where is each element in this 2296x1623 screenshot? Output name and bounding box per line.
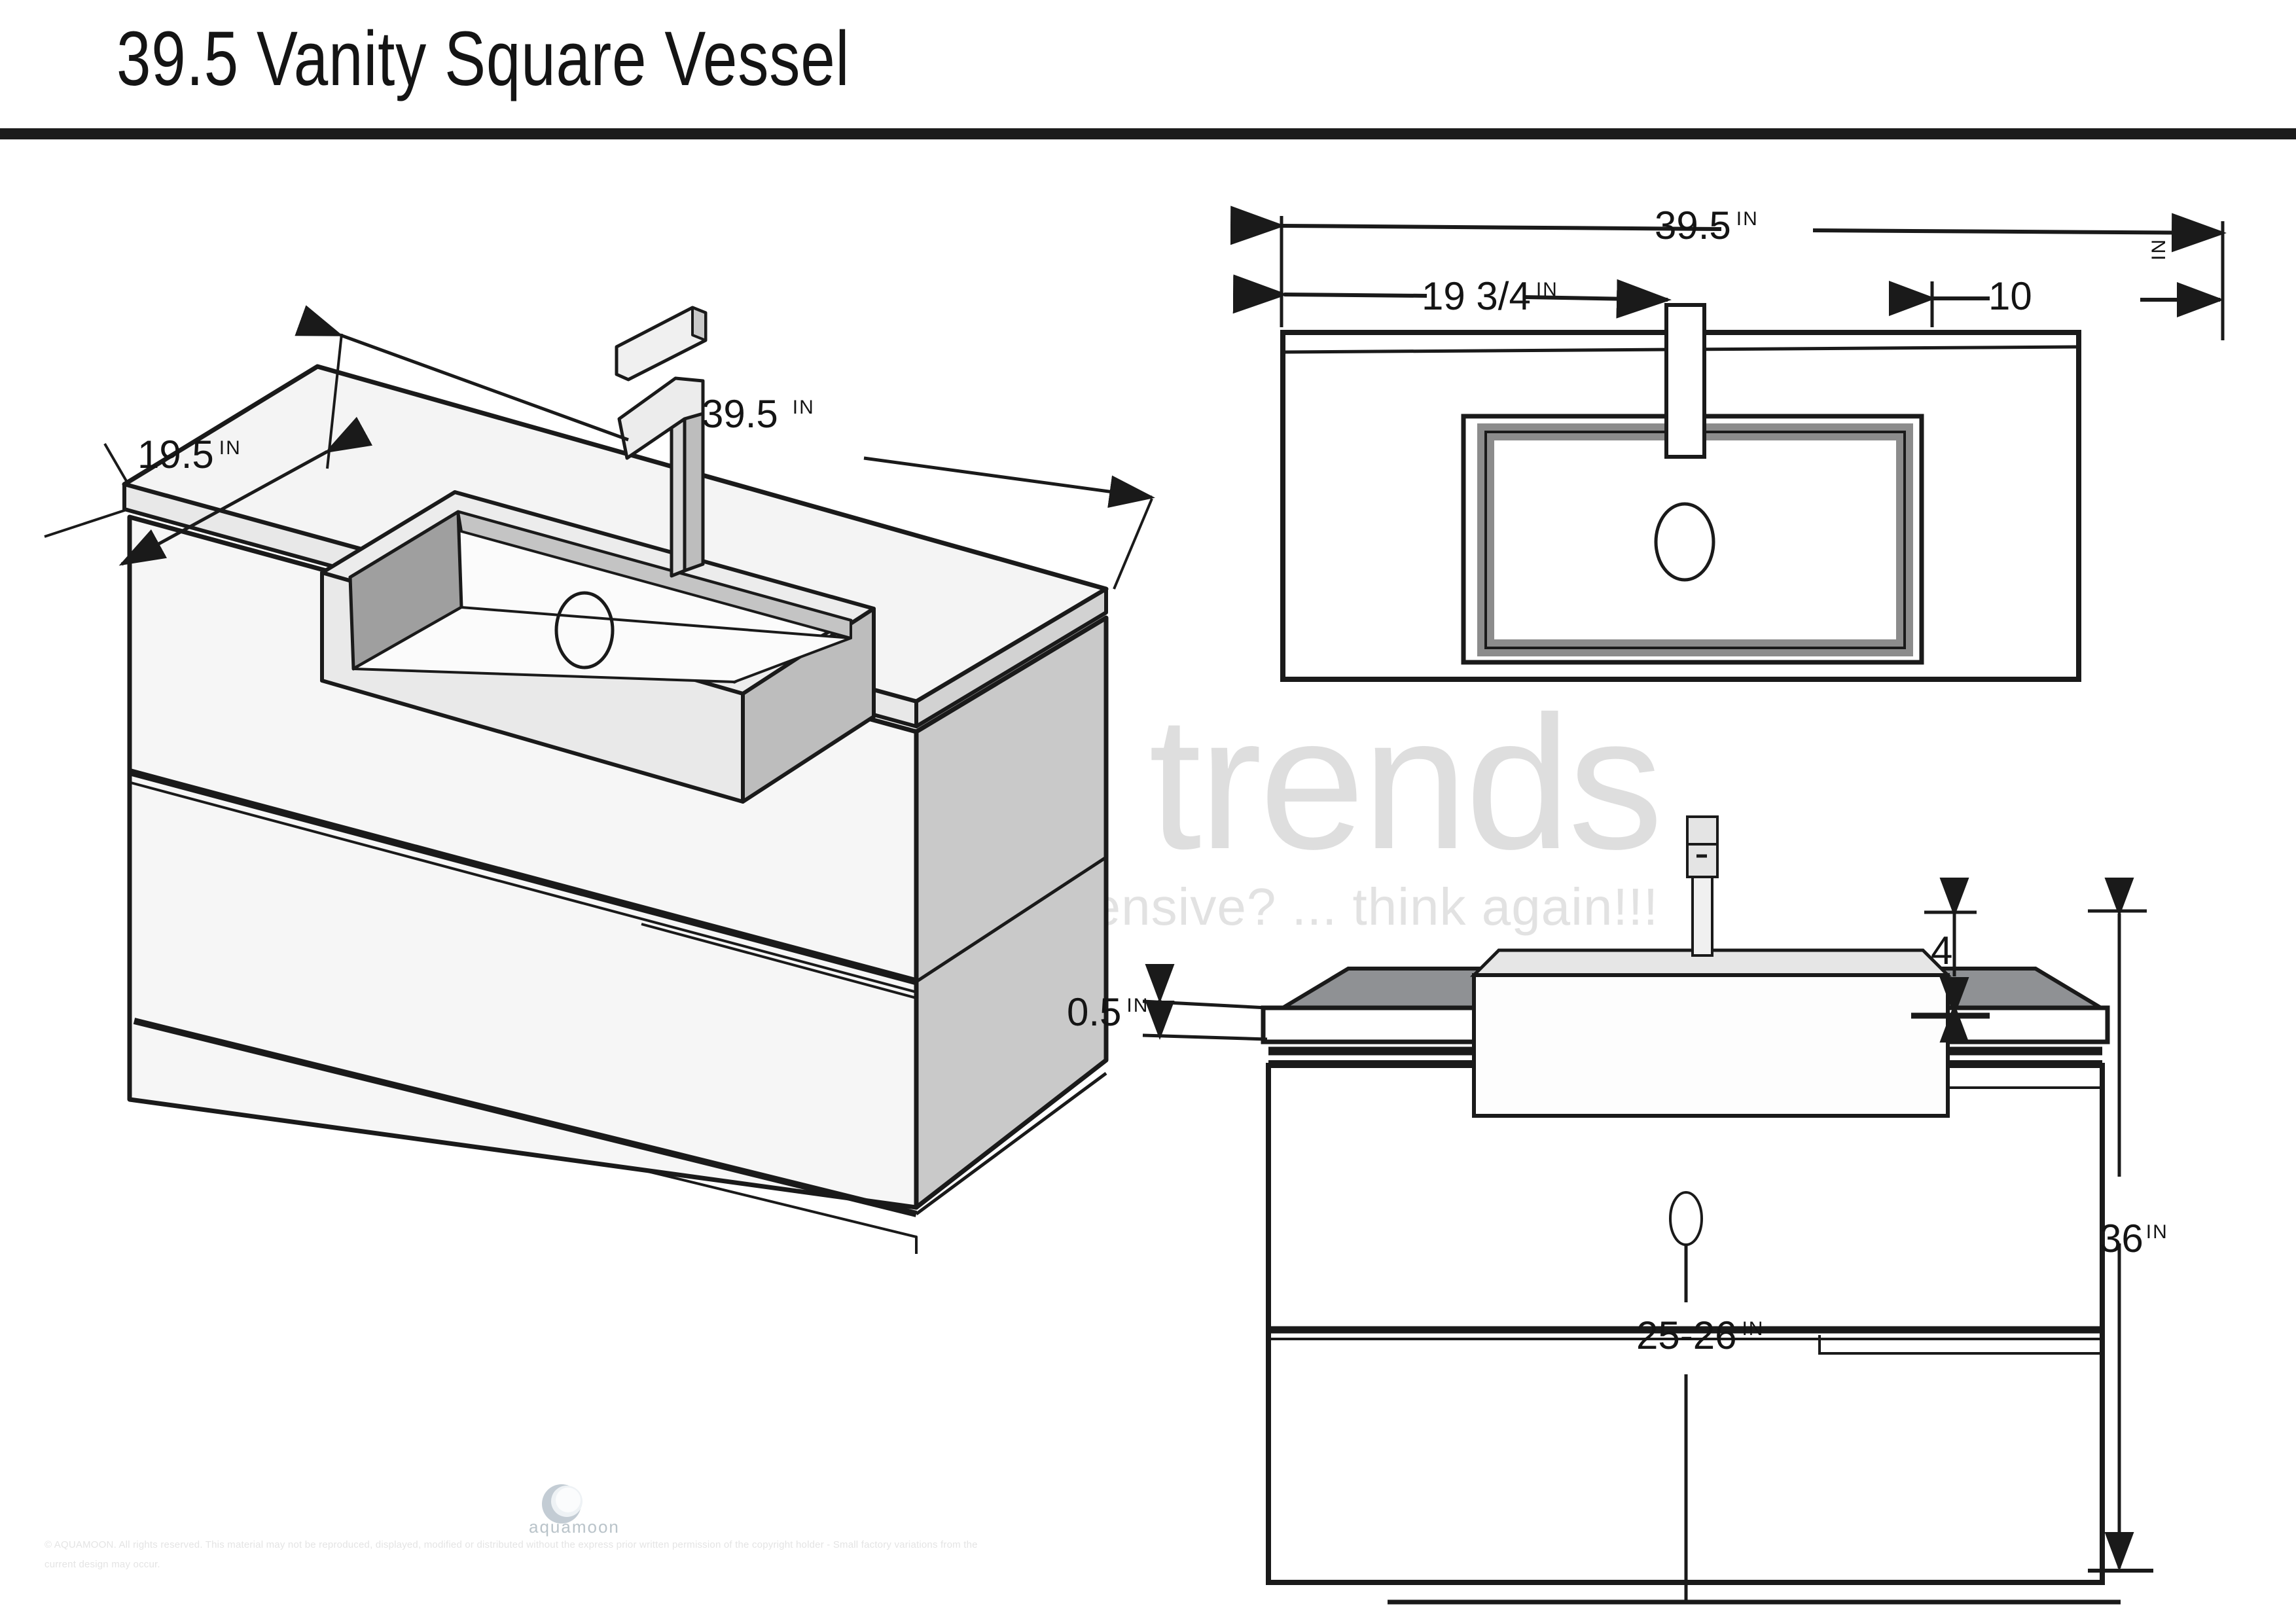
top-view-drawing	[1280, 303, 2081, 682]
title-divider-rule	[0, 128, 2296, 139]
top-view-right-offset-dimension	[1889, 281, 2224, 327]
aquamoon-logo-icon	[542, 1484, 583, 1524]
legal-line-1: © AQUAMOON. All rights reserved. This ma…	[45, 1539, 978, 1550]
dimension-unit-top-right-offset: IN	[2148, 238, 2170, 260]
dimension-label-top-right-offset: 10	[1988, 274, 2032, 318]
top-view-faucet-offset-dimension	[1232, 274, 1672, 319]
perspective-width-dimension	[295, 305, 1155, 590]
perspective-vanity	[122, 306, 1109, 1254]
page-title: 39.5 Vanity Square Vessel	[117, 16, 850, 102]
legal-line-2: current design may occur.	[45, 1559, 160, 1570]
perspective-depth-dimension	[44, 416, 373, 566]
overall-height-dimension	[2088, 878, 2153, 1573]
vessel-height-dimension	[1911, 878, 1990, 1043]
aquamoon-logo-text: aquamoon	[529, 1517, 620, 1537]
dimension-label-vessel-height: 4	[1931, 929, 1953, 972]
mounting-height-dimension	[1388, 1245, 2121, 1605]
countertop-thickness-dimension	[1142, 964, 1268, 1041]
